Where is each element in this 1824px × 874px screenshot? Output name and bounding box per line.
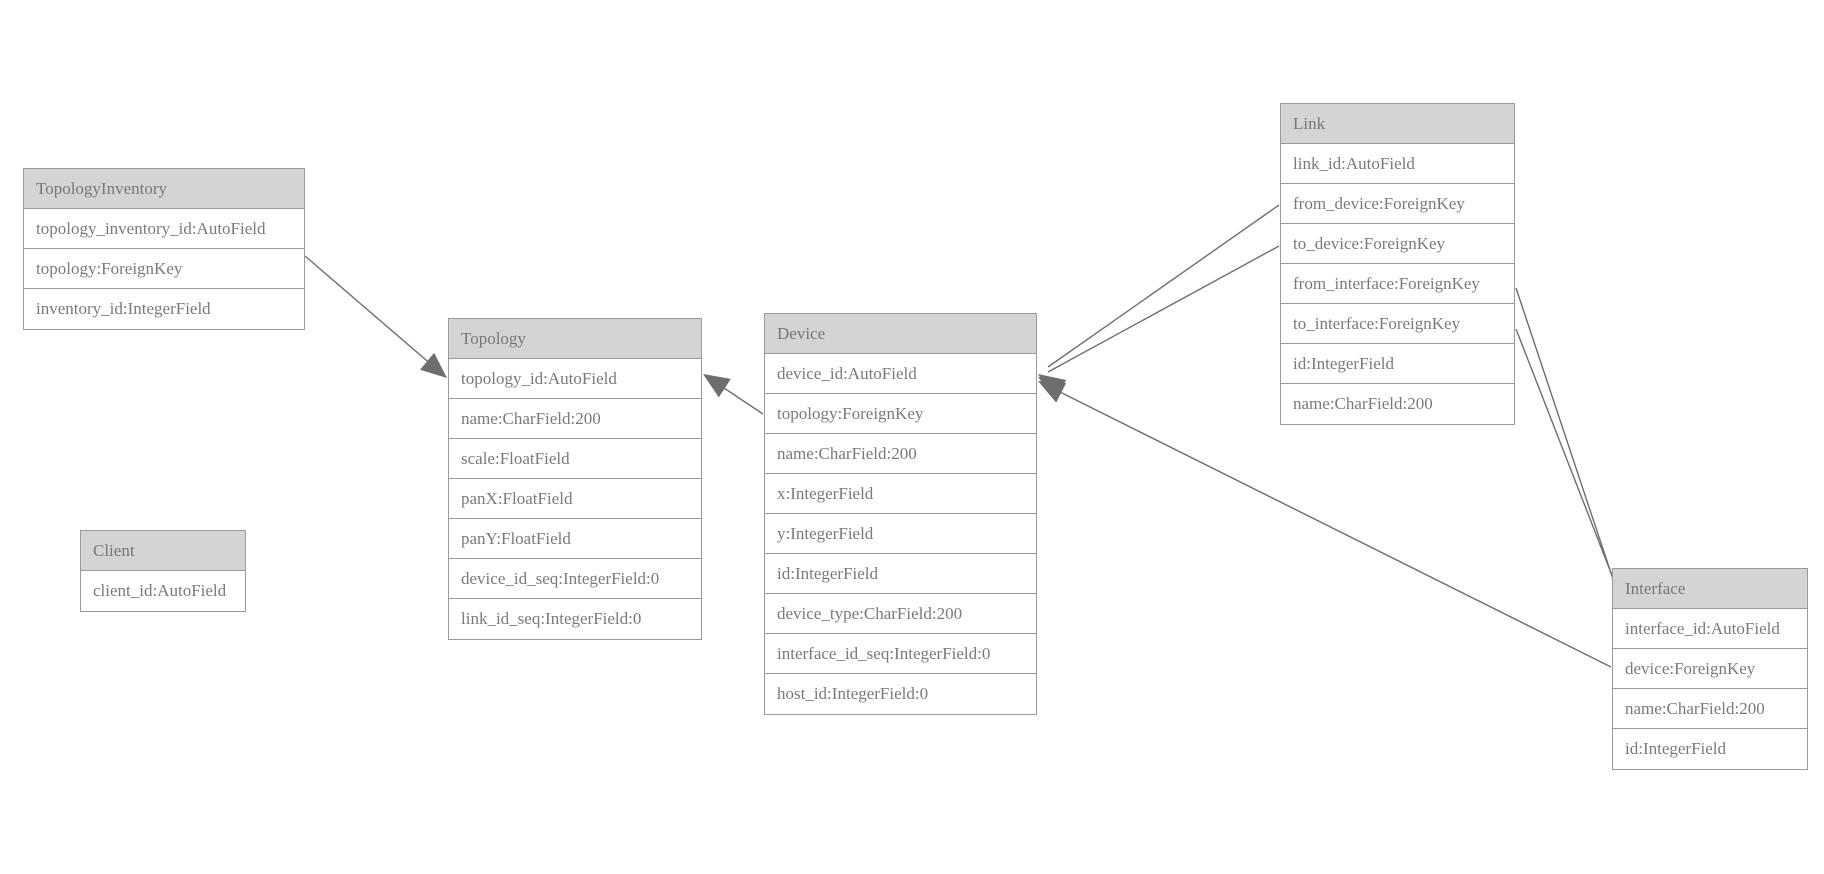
relationship-arrowhead — [703, 374, 731, 398]
entity-client[interactable]: Client client_id:AutoField — [80, 530, 246, 612]
field-row[interactable]: name:CharField:200 — [765, 434, 1036, 474]
field-row[interactable]: topology:ForeignKey — [765, 394, 1036, 434]
field-row[interactable]: host_id:IntegerField:0 — [777, 684, 929, 703]
entity-title-topology_inventory: TopologyInventory — [24, 169, 304, 209]
field-row[interactable]: id:IntegerField — [1281, 344, 1514, 384]
field-row[interactable]: name:CharField:200 — [1613, 689, 1807, 729]
entity-title-link: Link — [1281, 104, 1514, 144]
field-row[interactable]: topology_id:AutoField — [449, 359, 701, 399]
relationship-line — [1515, 287, 1621, 601]
relationship-device-topology — [703, 374, 764, 415]
field-row[interactable]: link_id_seq:IntegerField:0 — [461, 609, 642, 628]
field-row[interactable]: from_interface:ForeignKey — [1281, 264, 1514, 304]
entity-fields-client: client_id:AutoField — [81, 571, 245, 611]
relationship-line — [1047, 385, 1612, 668]
field-row[interactable]: device_id:AutoField — [765, 354, 1036, 394]
field-row[interactable]: inventory_id:IntegerField — [36, 299, 211, 318]
field-row[interactable]: to_interface:ForeignKey — [1281, 304, 1514, 344]
field-row[interactable]: to_device:ForeignKey — [1281, 224, 1514, 264]
relationship-line — [711, 379, 764, 415]
field-row[interactable]: panX:FloatField — [449, 479, 701, 519]
field-row[interactable]: device:ForeignKey — [1613, 649, 1807, 689]
field-row[interactable]: id:IntegerField — [765, 554, 1036, 594]
field-row[interactable]: x:IntegerField — [765, 474, 1036, 514]
relationship-link-from_interface — [1515, 287, 1643, 612]
field-row[interactable]: panY:FloatField — [449, 519, 701, 559]
field-row[interactable]: topology:ForeignKey — [24, 249, 304, 289]
relationship-link-to_device — [1038, 245, 1280, 400]
field-row[interactable]: device_id_seq:IntegerField:0 — [449, 559, 701, 599]
field-row[interactable]: topology_inventory_id:AutoField — [24, 209, 304, 249]
entity-title-device: Device — [765, 314, 1036, 354]
field-row[interactable]: client_id:AutoField — [93, 581, 227, 600]
relationship-line — [1047, 245, 1280, 373]
entity-title-client: Client — [81, 531, 245, 571]
field-row[interactable]: device_type:CharField:200 — [765, 594, 1036, 634]
field-row[interactable]: name:CharField:200 — [1293, 394, 1433, 413]
field-row[interactable]: id:IntegerField — [1625, 739, 1727, 758]
relationship-topologyinventory-topology — [304, 255, 447, 378]
relationship-arrowhead — [1038, 381, 1067, 403]
field-row[interactable]: link_id:AutoField — [1281, 144, 1514, 184]
entity-title-interface: Interface — [1613, 569, 1807, 609]
relationship-line — [1515, 328, 1623, 602]
field-row[interactable]: scale:FloatField — [449, 439, 701, 479]
field-row[interactable]: interface_id_seq:IntegerField:0 — [765, 634, 1036, 674]
relationship-link-from_device — [1038, 204, 1280, 398]
field-row[interactable]: from_device:ForeignKey — [1281, 184, 1514, 224]
entity-title-topology: Topology — [449, 319, 701, 359]
field-row[interactable]: interface_id:AutoField — [1613, 609, 1807, 649]
field-row[interactable]: name:CharField:200 — [449, 399, 701, 439]
field-row[interactable]: y:IntegerField — [765, 514, 1036, 554]
relationship-line — [304, 255, 441, 373]
relationship-arrowhead — [1038, 377, 1067, 400]
relationship-line — [1047, 204, 1280, 368]
